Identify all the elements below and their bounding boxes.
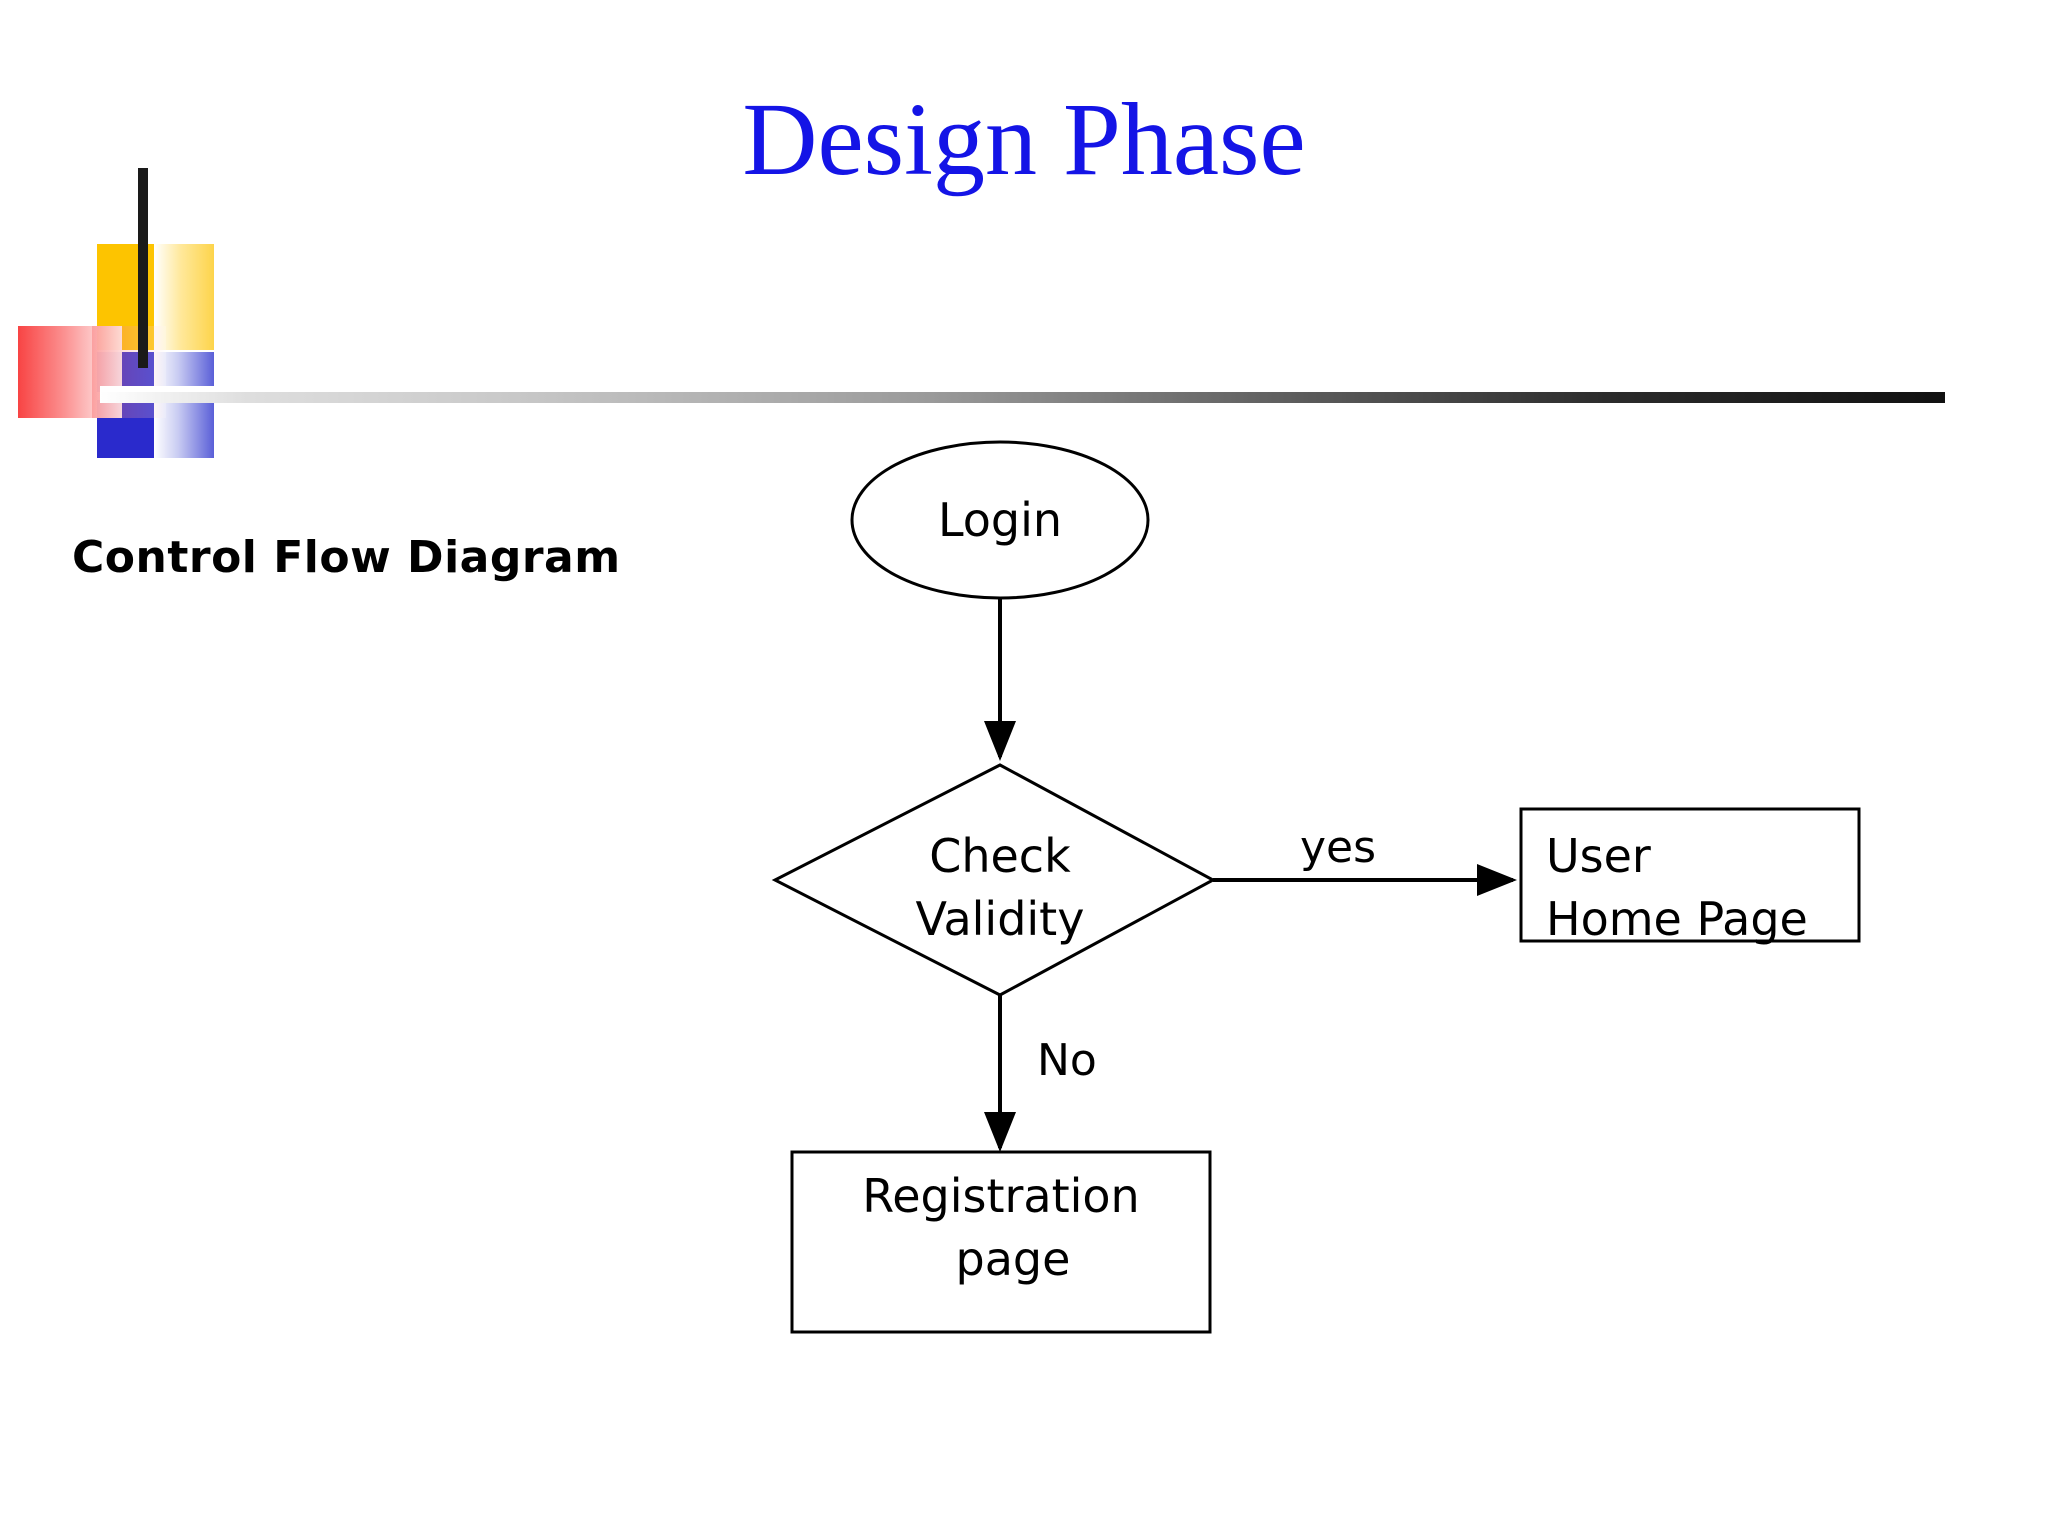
- deco-yellow-gradient-square: [154, 244, 214, 350]
- deco-black-vertical-bar: [138, 168, 148, 368]
- edge-check-to-userhome: yes: [1213, 822, 1517, 896]
- title-rule-highlight: [100, 386, 340, 395]
- user-home-page-box-shape: [1519, 807, 1861, 943]
- node-user-home-page-line1: User: [1546, 829, 1651, 883]
- node-user-home-page-line2: Home Page: [1546, 892, 1808, 946]
- node-login-label: Login: [938, 493, 1062, 547]
- node-check-validity[interactable]: Check Validity: [771, 763, 1217, 997]
- edge-label-no: No: [1037, 1035, 1097, 1086]
- edge-check-to-registration: No: [984, 995, 1097, 1152]
- node-user-home-page[interactable]: User Home Page: [1519, 807, 1861, 946]
- page-title: Design Phase: [742, 82, 1306, 197]
- section-caption: Control Flow Diagram: [72, 532, 621, 583]
- node-check-validity-line2: Validity: [916, 892, 1085, 946]
- node-registration-page-line1: Registration: [862, 1169, 1139, 1223]
- node-login[interactable]: Login: [850, 440, 1150, 600]
- edge-label-yes: yes: [1300, 822, 1376, 873]
- deco-blue-gradient-square: [154, 352, 214, 458]
- title-divider-rule: [100, 392, 1945, 403]
- node-check-validity-line1: Check: [929, 829, 1071, 883]
- node-registration-page-line2: page: [956, 1232, 1071, 1286]
- node-registration-page[interactable]: Registration page: [790, 1150, 1212, 1334]
- registration-page-box-shape: [790, 1150, 1212, 1334]
- template-decoration-graphic: [18, 168, 263, 458]
